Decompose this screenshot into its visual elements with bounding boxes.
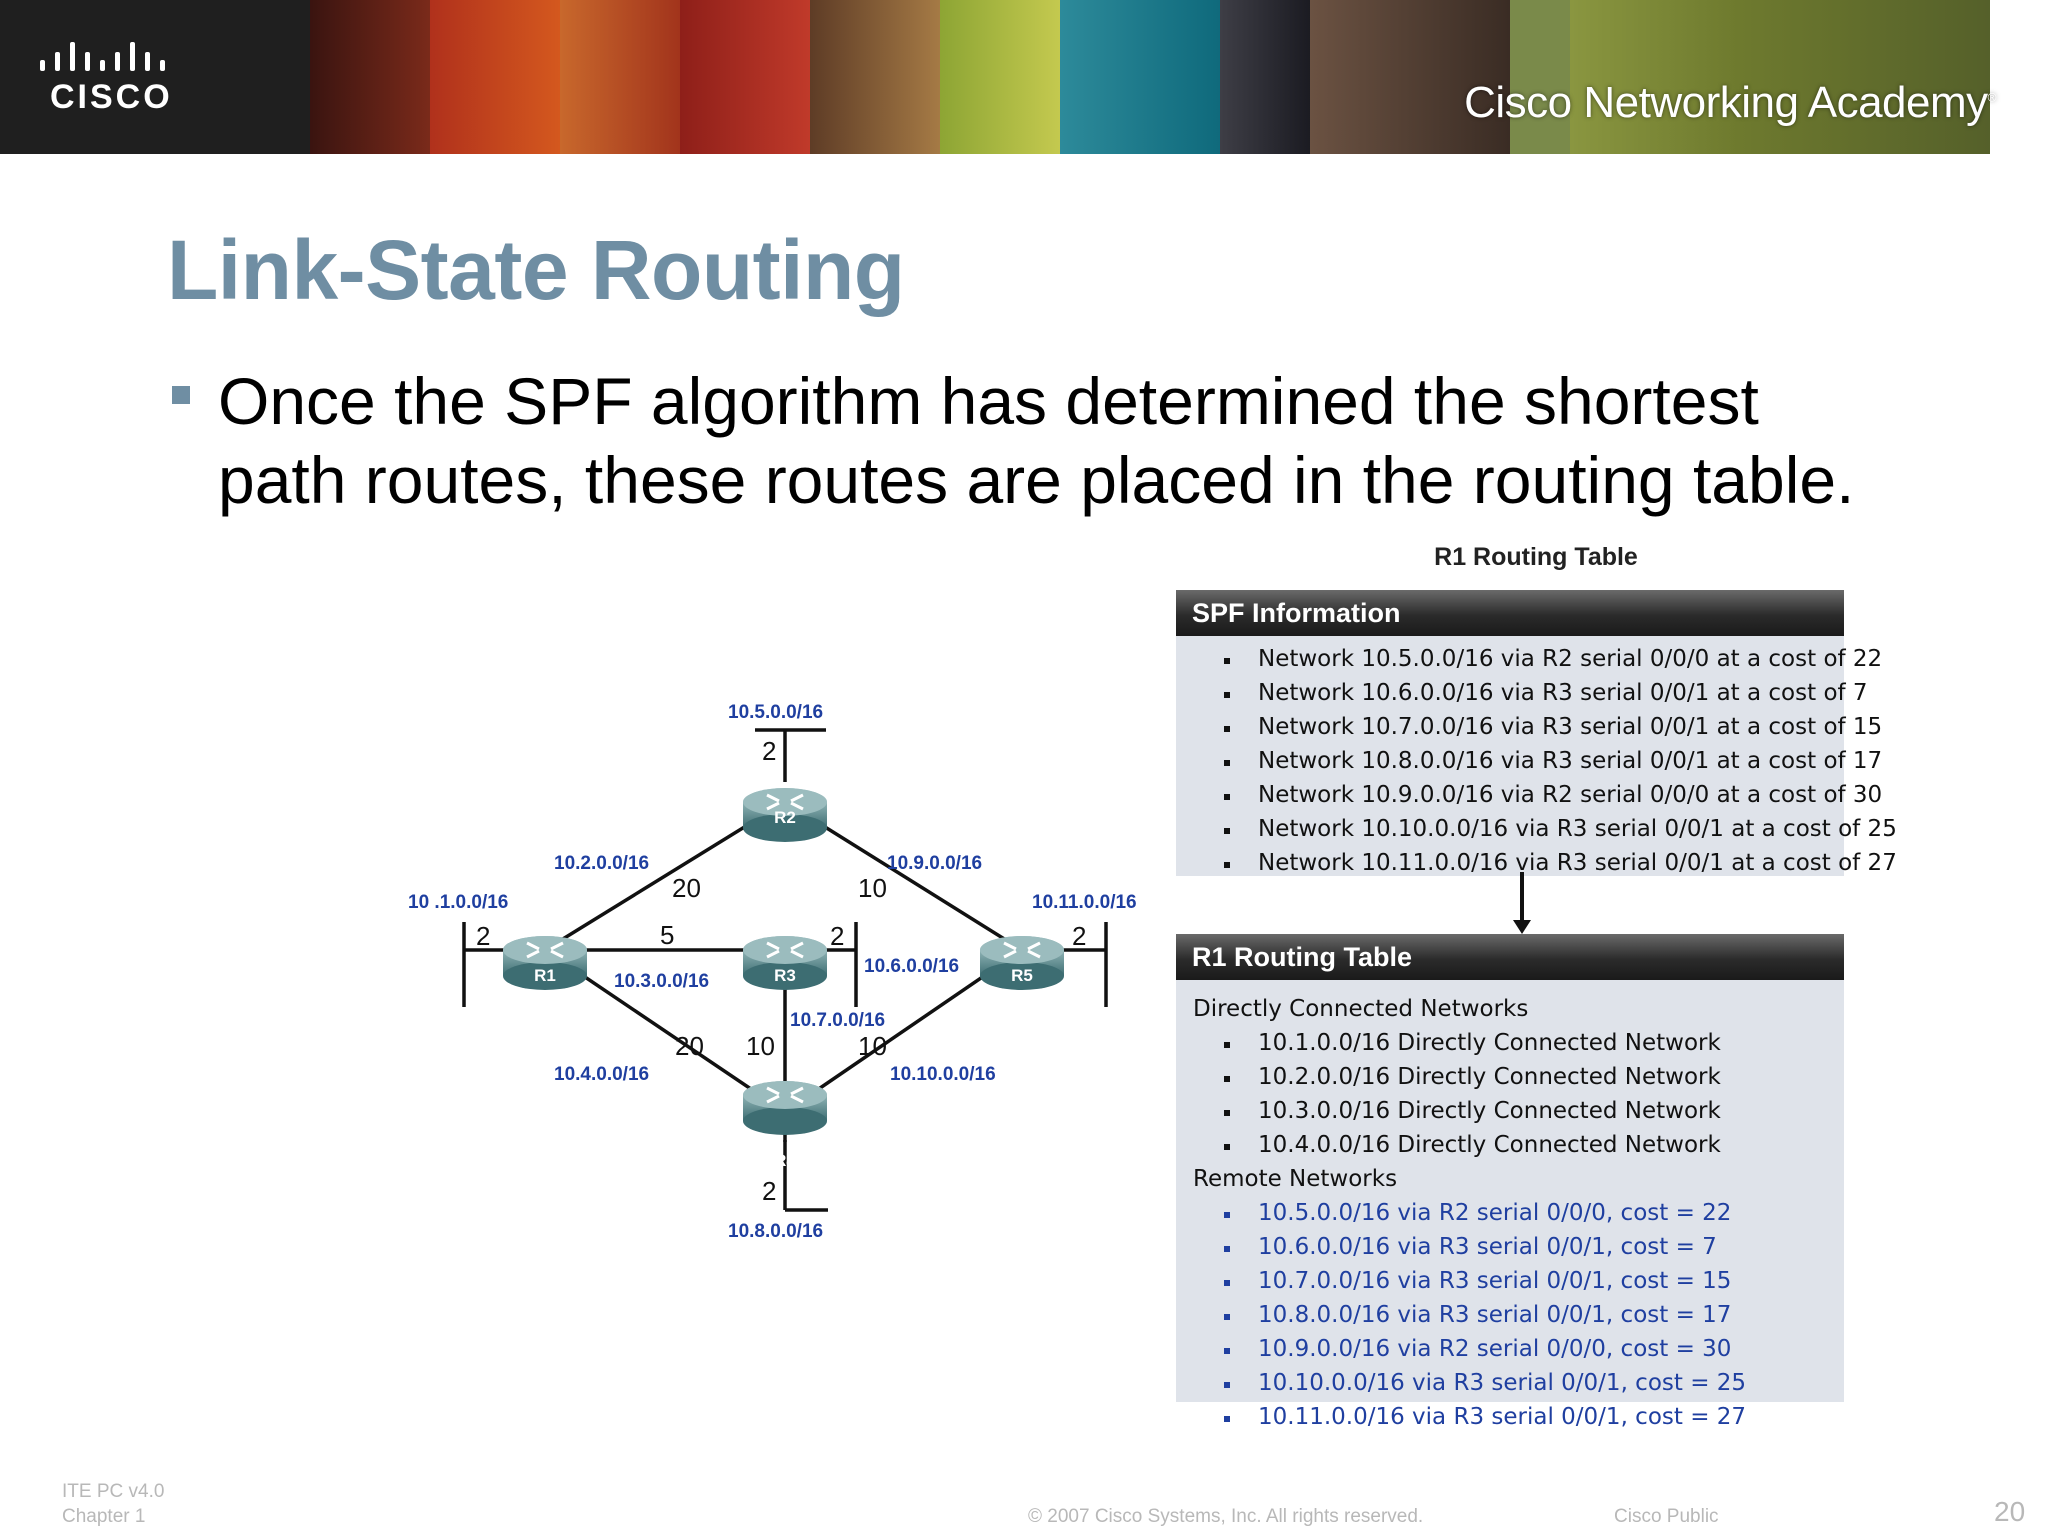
net-label-10-11: 10.11.0.0/16 <box>1032 892 1137 913</box>
page-number: 20 <box>1994 1496 2026 1527</box>
spf-panel-header: SPF Information <box>1176 590 1844 636</box>
cost-r2-r5: 10 <box>858 873 887 903</box>
routing-table-caption: R1 Routing Table <box>1434 543 1638 571</box>
net-label-10-5: 10.5.0.0/16 <box>728 702 823 723</box>
header-banner: CISCO Cisco Networking Academy® <box>0 0 2048 154</box>
footer-copyright: © 2007 Cisco Systems, Inc. All rights re… <box>1028 1506 1424 1527</box>
academy-title: Cisco Networking Academy® <box>1464 78 1996 127</box>
footer-chapter: Chapter 1 <box>62 1506 146 1527</box>
footer-course: ITE PC v4.0 <box>62 1481 165 1502</box>
spf-panel: SPF Information Network 10.5.0.0/16 via … <box>1176 590 1897 876</box>
net-label-10-3: 10.3.0.0/16 <box>614 971 709 992</box>
net-label-10-6: 10.6.0.0/16 <box>864 956 959 977</box>
router-r5-icon <box>980 936 1064 990</box>
cost-r3-r4: 10 <box>746 1031 775 1061</box>
net-label-10-1: 10 .1.0.0/16 <box>408 892 508 913</box>
router-label-r2: R2 <box>774 808 796 827</box>
cost-r1-r3: 5 <box>660 920 674 950</box>
router-label-r5: R5 <box>1011 966 1033 985</box>
router-label-r1: R1 <box>534 966 556 985</box>
cost-r1-stub: 2 <box>476 921 490 951</box>
cisco-logo-text: CISCO <box>50 78 173 116</box>
bullet-text: Once the SPF algorithm has determined th… <box>218 364 1855 517</box>
net-label-10-4: 10.4.0.0/16 <box>554 1064 649 1085</box>
cost-r1-r4: 20 <box>675 1031 704 1061</box>
routing-table-header: R1 Routing Table <box>1176 934 1844 980</box>
cost-r4-r5: 10 <box>858 1031 887 1061</box>
net-label-10-9: 10.9.0.0/16 <box>887 853 982 874</box>
cost-r5-stub: 2 <box>1072 921 1086 951</box>
direct-networks-label: Directly Connected Networks <box>1193 996 1529 1022</box>
down-arrow-head-icon <box>1513 920 1531 934</box>
router-r1-icon <box>503 936 587 990</box>
footer-classification: Cisco Public <box>1614 1506 1719 1527</box>
cost-r2-stub: 2 <box>762 736 776 766</box>
router-r3-icon <box>743 936 827 990</box>
down-arrow-icon <box>1520 872 1524 928</box>
net-label-10-2: 10.2.0.0/16 <box>554 853 649 874</box>
remote-networks-label: Remote Networks <box>1193 1166 1398 1192</box>
routing-table-panel: R1 Routing Table Directly Connected Netw… <box>1176 934 1844 1430</box>
cost-r4-stub: 2 <box>762 1176 776 1206</box>
cost-r1-r2: 20 <box>672 873 701 903</box>
cost-r3-stub: 2 <box>830 921 844 951</box>
router-r2-icon <box>743 788 827 842</box>
net-label-10-8: 10.8.0.0/16 <box>728 1221 823 1242</box>
router-label-r4: R4 <box>774 1151 796 1170</box>
router-label-r3: R3 <box>774 966 796 985</box>
slide-title: Link-State Routing <box>167 223 905 317</box>
bullet-square-icon <box>172 386 190 404</box>
cisco-logo-icon <box>40 42 165 71</box>
net-label-10-10: 10.10.0.0/16 <box>890 1064 996 1085</box>
network-diagram: R2 R1 R3 R5 R4 10.5.0.0/16 10.2.0.0/16 1… <box>408 702 1137 1242</box>
router-r4-icon <box>743 1081 827 1135</box>
net-label-10-7: 10.7.0.0/16 <box>790 1010 885 1031</box>
